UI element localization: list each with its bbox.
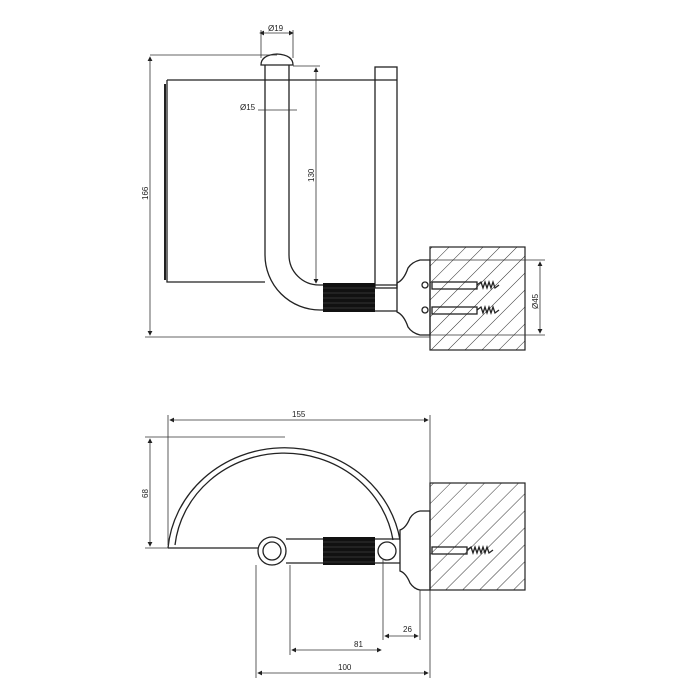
cover-post: [374, 66, 398, 289]
paper-roll: [166, 79, 375, 283]
dim-total-height: 166: [141, 186, 150, 200]
dim-tube-offset: 81: [354, 640, 363, 649]
dim-width: 155: [292, 410, 306, 419]
dim-tube-height: 130: [307, 168, 316, 182]
dim-tube-diameter: Ø15: [240, 103, 256, 112]
wall-flange: [396, 259, 431, 336]
dim-knob-diameter: Ø19: [268, 24, 284, 33]
knurled-sleeve: [323, 283, 375, 312]
dim-projection: 100: [338, 663, 352, 672]
wall-section: [429, 246, 526, 351]
dim-base-diameter: Ø45: [531, 293, 540, 309]
tube: [264, 65, 323, 311]
screw-icon: [431, 279, 500, 316]
knob: [260, 53, 294, 66]
paper-cover: [167, 447, 401, 549]
dim-base-offset: 26: [403, 625, 412, 634]
wall-section: [429, 482, 526, 591]
screw-icon: [431, 544, 494, 556]
front-view: Ø19 Ø15 166 130 Ø45: [141, 24, 545, 351]
wall-flange: [399, 510, 431, 591]
dim-cover-depth: 68: [141, 489, 150, 498]
knurled-sleeve: [323, 537, 375, 565]
top-view: 155 68 26 81 100: [141, 410, 526, 678]
tube-end: [257, 536, 287, 566]
